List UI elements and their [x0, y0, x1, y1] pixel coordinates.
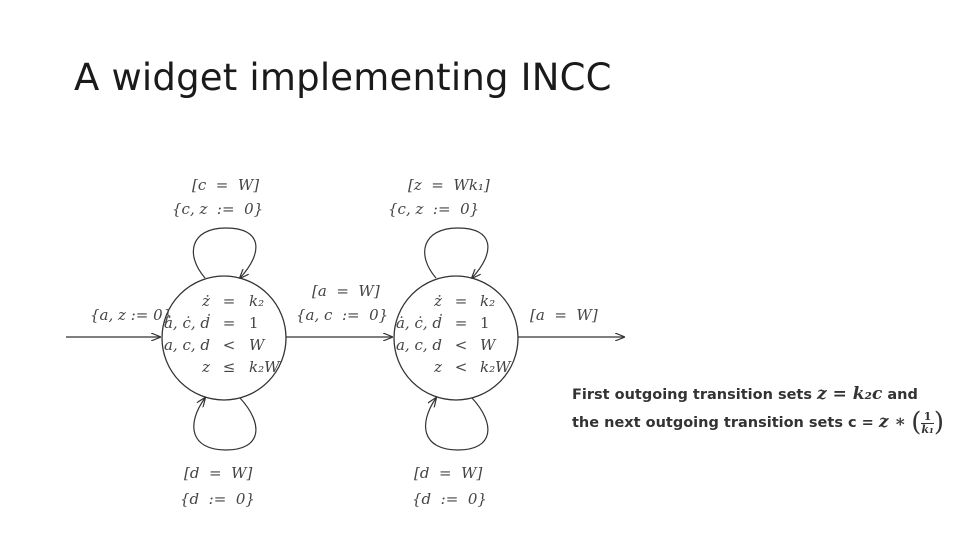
state-1-top-loop	[192, 227, 257, 278]
state-2-row-3-lhs: a, c, d	[396, 336, 442, 354]
state-2-row-4-rhs: k₂W	[480, 358, 512, 376]
state-1-row-3-lhs: a, c, d	[164, 336, 210, 354]
note-line-1-math: z = k₂c	[817, 384, 883, 404]
state-2-bottom-loop-guard: [d = W]	[414, 464, 483, 482]
state-2-top-loop	[424, 227, 489, 278]
note-line-1: First outgoing transition sets z = k₂c a…	[572, 381, 952, 409]
state-1-bottom-loop-reset: {d := 0}	[180, 490, 255, 508]
state-2-row-1-lhs: ż	[433, 292, 442, 310]
state-2-top-loop-reset: {c, z := 0}	[388, 200, 479, 218]
middle-edge-reset: {a, c := 0}	[296, 306, 388, 324]
state-1-circle	[161, 275, 287, 401]
fraction-denominator: k₁	[921, 422, 934, 436]
state-1-row-1-op: =	[223, 292, 236, 310]
state-2-circle	[393, 275, 519, 401]
state-2-row-3-op: <	[455, 336, 468, 354]
state-2-row-1-rhs: k₂	[480, 292, 495, 310]
state-1-row-4-rhs: k₂W	[249, 358, 281, 376]
note-line-2: the next outgoing transition sets c = z …	[572, 409, 952, 437]
left-paren: (	[911, 407, 922, 438]
state-1-row-1-rhs: k₂	[249, 292, 264, 310]
note-line-2-math: z ∗	[878, 412, 907, 432]
state-2-bottom-loop	[425, 398, 489, 451]
state-1-row-3-op: <	[223, 336, 236, 354]
state-1-row-1-lhs: ż	[201, 292, 210, 310]
note-line-1-end: and	[882, 387, 918, 403]
right-paren: )	[933, 407, 944, 438]
state-1-row-3-rhs: W	[249, 336, 266, 354]
state-2-row-2-op: =	[455, 314, 468, 332]
state-1-row-4-op: ≤	[223, 358, 236, 376]
entry-edge-label: {a, z := 0}	[90, 306, 172, 324]
note-line-1-text: First outgoing transition sets	[572, 387, 818, 403]
state-1-row-2-op: =	[223, 314, 236, 332]
state-1-top-loop-reset: {c, z := 0}	[172, 200, 263, 218]
middle-edge-guard: [a = W]	[312, 282, 380, 300]
state-1-bottom-loop	[193, 398, 257, 451]
fraction-numerator: 1	[923, 409, 932, 423]
state-1-top-loop-guard: [c = W]	[192, 176, 259, 194]
state-2-row-2-rhs: 1	[480, 314, 490, 332]
transition-note: First outgoing transition sets z = k₂c a…	[572, 381, 952, 437]
state-1-row-2-lhs: ȧ, ċ, ḋ	[164, 314, 210, 332]
exit-edge-guard: [a = W]	[530, 306, 598, 324]
state-2-row-1-op: =	[455, 292, 468, 310]
state-2-bottom-loop-reset: {d := 0}	[412, 490, 487, 508]
state-2-row-2-lhs: ȧ, ċ, ḋ	[396, 314, 442, 332]
state-1-bottom-loop-guard: [d = W]	[184, 464, 253, 482]
state-2-invariants: ż = k₂ ȧ, ċ, ḋ = 1 a, c, d < W z < k₂W	[396, 292, 512, 376]
state-1-row-2-rhs: 1	[249, 314, 259, 332]
state-2-top-loop-guard: [z = Wk₁]	[408, 176, 490, 194]
state-2-row-4-op: <	[455, 358, 468, 376]
state-1-invariants: ż = k₂ ȧ, ċ, ḋ = 1 a, c, d < W z ≤ k₂W	[164, 292, 281, 376]
state-2-row-4-lhs: z	[433, 358, 442, 376]
slide-title: A widget implementing INCC	[74, 56, 612, 99]
state-2-row-3-rhs: W	[480, 336, 497, 354]
note-line-2-text: the next outgoing transition sets c =	[572, 415, 879, 431]
state-1-row-4-lhs: z	[201, 358, 210, 376]
